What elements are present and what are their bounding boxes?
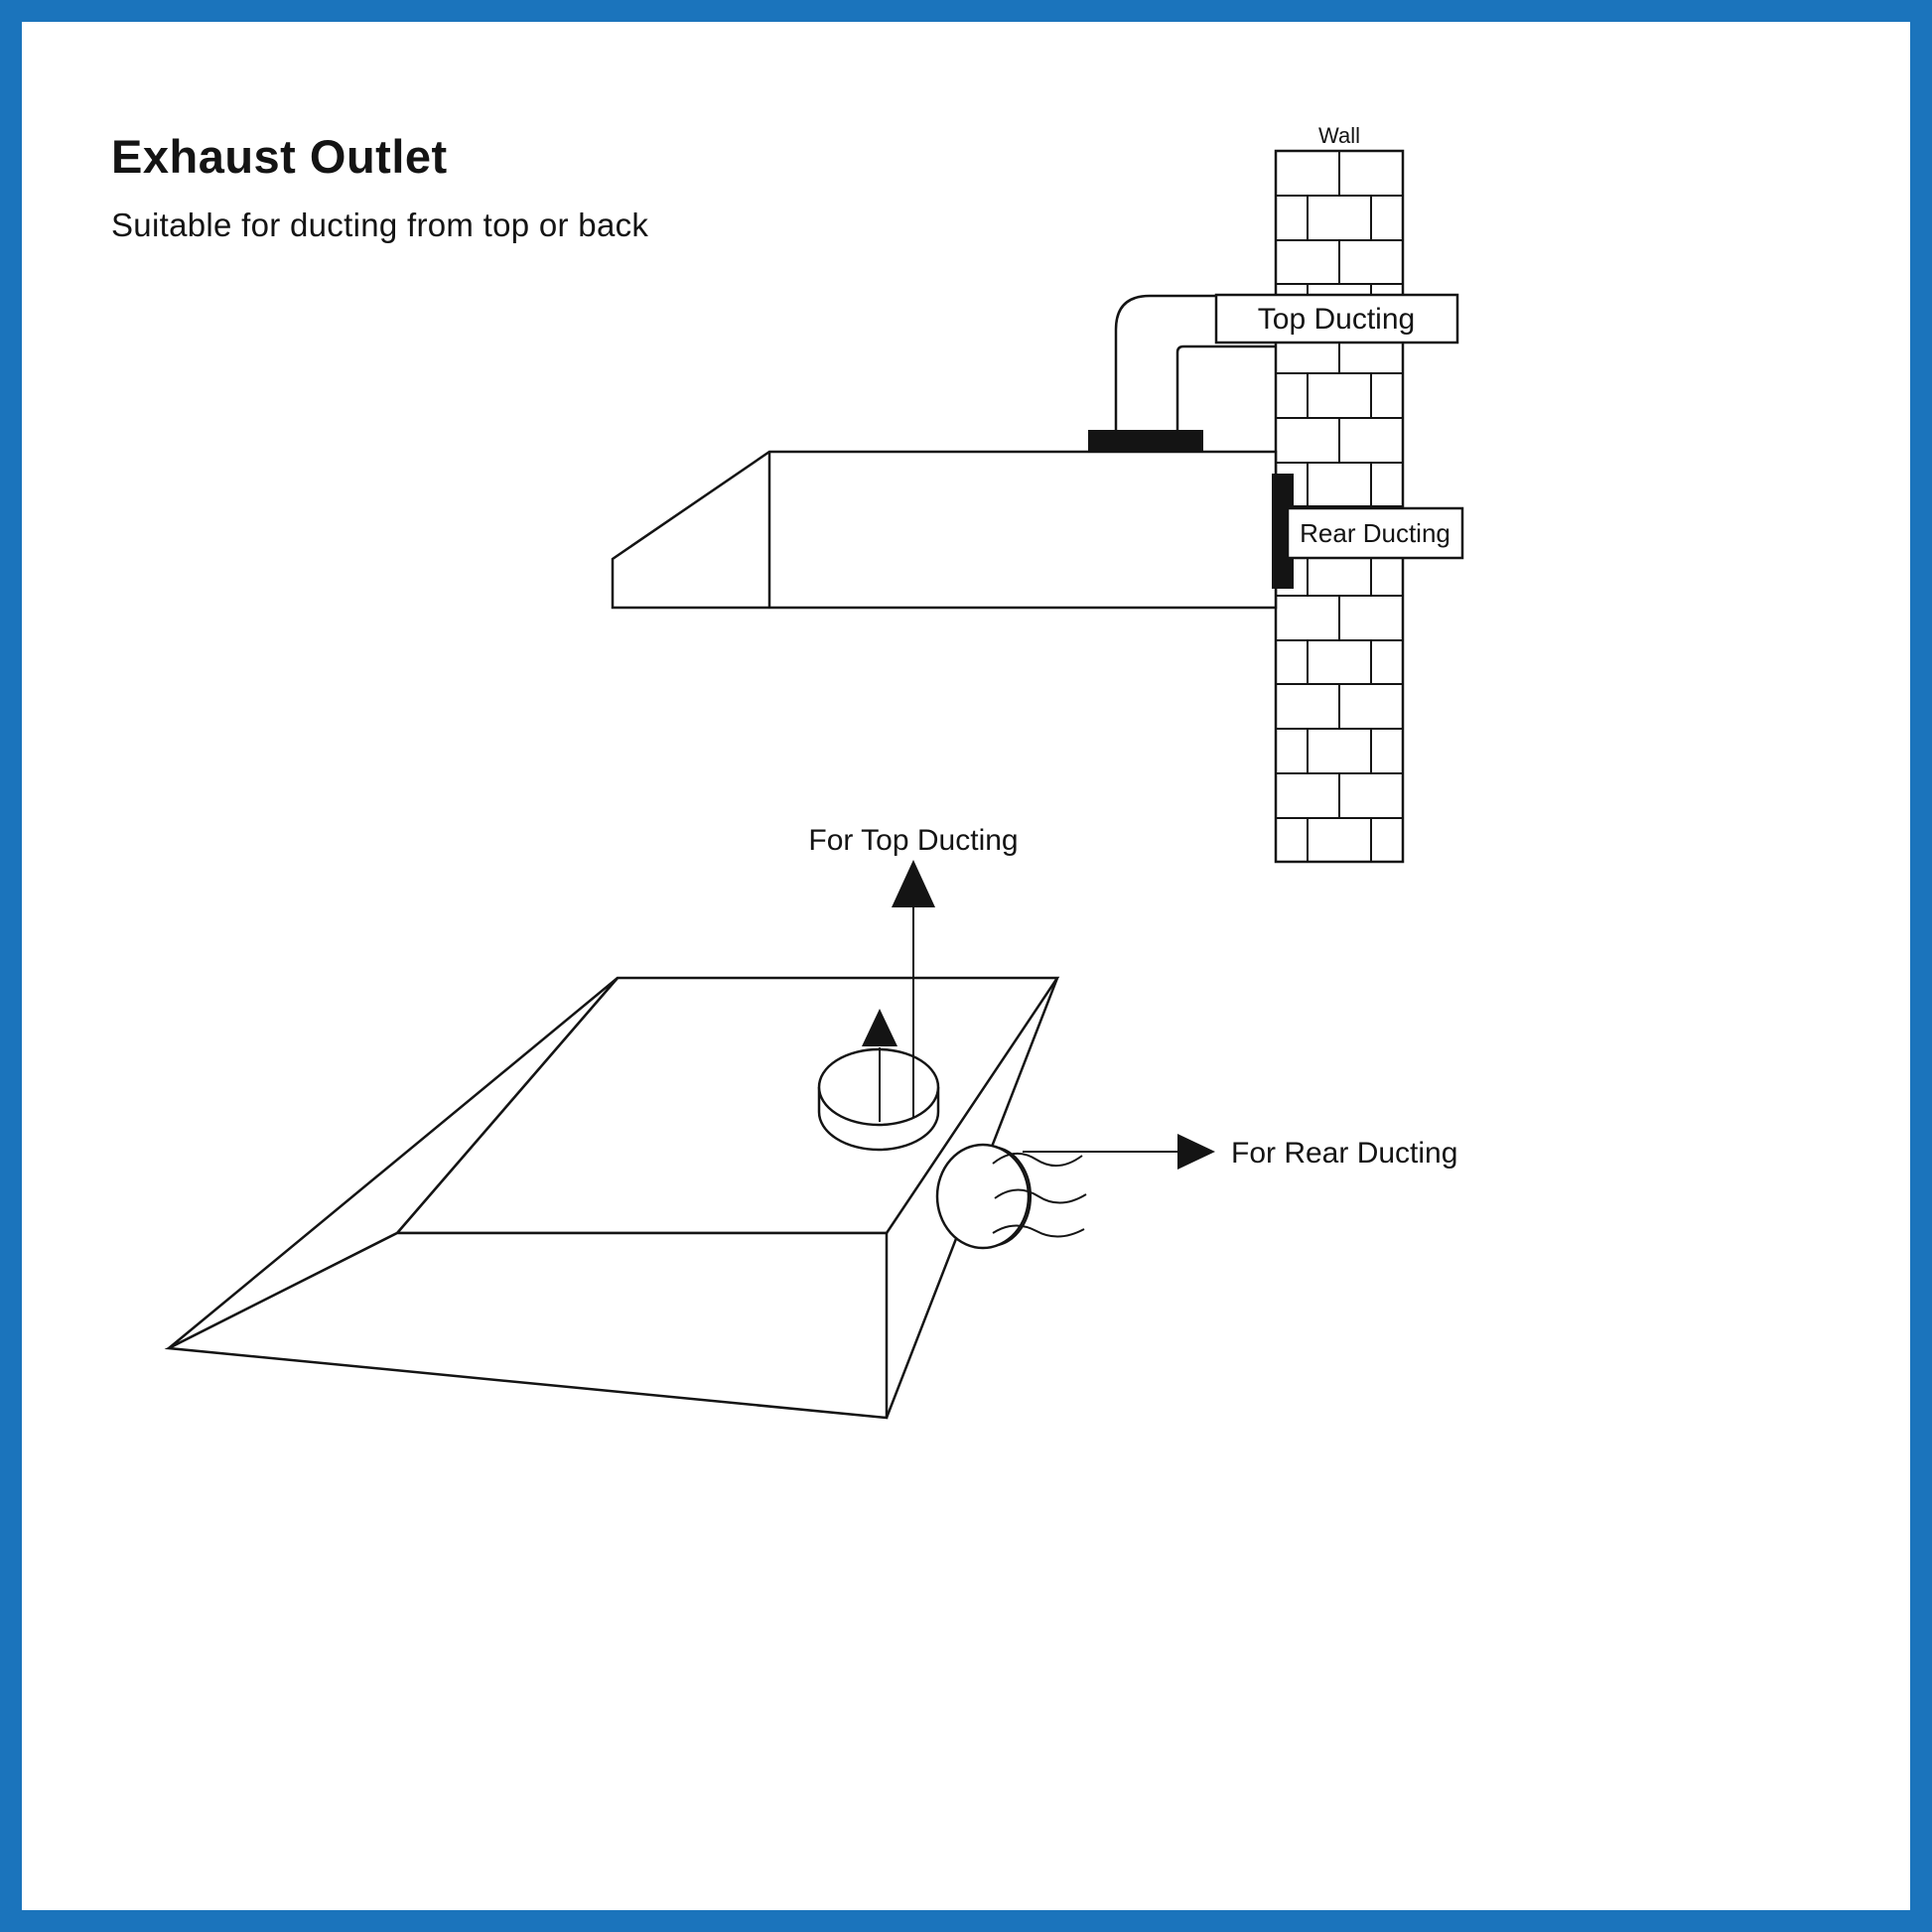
- top-ducting-arrow: For Top Ducting: [808, 824, 1019, 1117]
- top-ducting-arrow-label: For Top Ducting: [808, 824, 1018, 857]
- top-duct-inner-line: [1175, 345, 1276, 433]
- page-title: Exhaust Outlet: [111, 130, 448, 183]
- top-duct-pipe: [1114, 294, 1276, 433]
- top-ducting-callout-box: [1214, 293, 1459, 345]
- hood-front-canopy-face: [164, 1231, 889, 1420]
- airflow-wave-2: [994, 1188, 1087, 1204]
- side-view-hood: [611, 450, 1278, 610]
- rear-ducting-arrow: For Rear Ducting: [1023, 1134, 1457, 1170]
- perspective-hood: [164, 976, 1060, 1420]
- brick-wall: [1274, 149, 1405, 864]
- rear-ducting-arrow-label: For Rear Ducting: [1231, 1137, 1457, 1170]
- rear-outlet-rim: [935, 1143, 1031, 1250]
- top-ducting-callout-label: Top Ducting: [1258, 303, 1415, 336]
- top-ducting-callout: Top Ducting: [1214, 293, 1459, 345]
- rear-ducting-callout-label: Rear Ducting: [1300, 518, 1450, 548]
- top-ducting-arrowhead: [892, 860, 935, 907]
- top-outlet: [817, 1009, 940, 1152]
- airflow-wave-3: [992, 1224, 1085, 1238]
- top-outlet-flow-arrowhead: [862, 1009, 897, 1046]
- rear-ducting-callout-box: [1286, 506, 1464, 560]
- airflow-wave-1: [992, 1153, 1083, 1167]
- rear-outlet: [935, 1143, 1087, 1250]
- rear-duct-outlet-bar: [1272, 474, 1294, 589]
- side-hood-body: [611, 450, 1278, 610]
- rear-ducting-arrowhead: [1177, 1134, 1215, 1170]
- wall-label: Wall: [1318, 123, 1360, 148]
- rear-ducting-callout: Rear Ducting: [1286, 506, 1464, 560]
- page-subtitle: Suitable for ducting from top or back: [111, 207, 649, 243]
- top-duct-collar: [1088, 430, 1203, 453]
- top-duct-outer-line: [1114, 294, 1276, 433]
